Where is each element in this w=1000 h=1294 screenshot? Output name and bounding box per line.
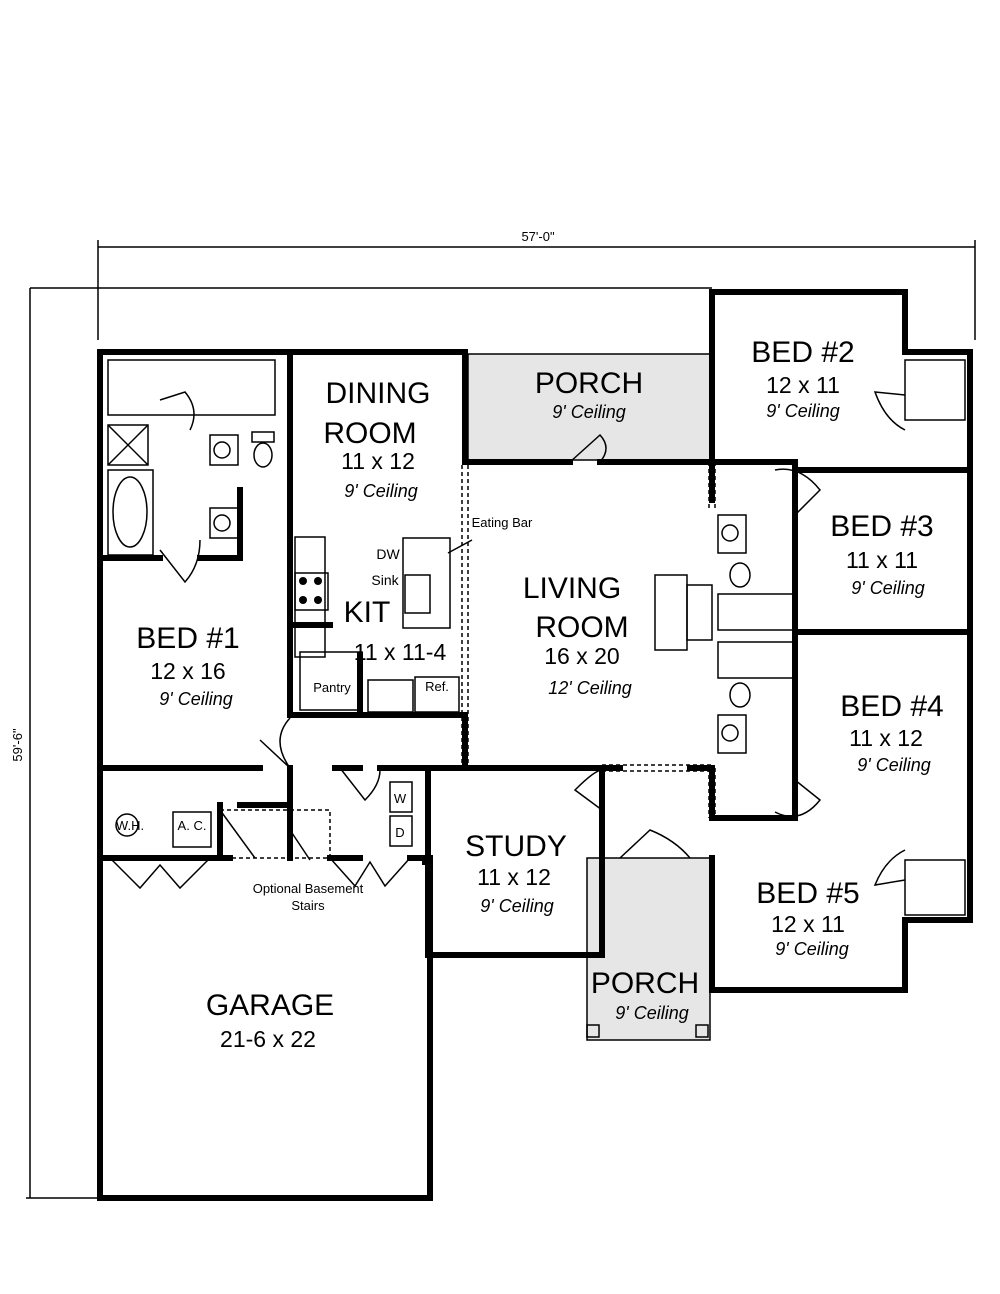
- width-label: 57'-0": [521, 229, 555, 244]
- room-size: 16 x 20: [544, 643, 619, 669]
- dimension-width: 57'-0": [97, 229, 976, 340]
- room-size: 12 x 11: [771, 911, 845, 937]
- room-bed4: BED #4 11 x 12 9' Ceiling: [840, 690, 943, 775]
- front-porch: [586, 857, 711, 1041]
- room-ceiling: 9' Ceiling: [851, 578, 924, 598]
- refrigerator-label: Ref.: [425, 679, 449, 694]
- shower: [107, 424, 149, 466]
- doors: [109, 391, 906, 890]
- room-size: 12 x 16: [150, 658, 225, 684]
- hall-baths: [717, 359, 966, 916]
- room-ceiling: 9' Ceiling: [615, 1003, 688, 1023]
- room-name: BED #3: [830, 510, 933, 543]
- room-name: BED #2: [751, 336, 854, 369]
- room-bed5: BED #5 12 x 11 9' Ceiling: [756, 877, 859, 959]
- room-name: BED #1: [136, 622, 239, 655]
- open-partitions: [461, 462, 716, 818]
- range: [294, 572, 329, 611]
- room-name: PORCH: [535, 367, 643, 400]
- room-ceiling: 9' Ceiling: [775, 939, 848, 959]
- room-ceiling: 9' Ceiling: [159, 689, 232, 709]
- porch-post: [695, 1024, 709, 1038]
- room-ceiling: 9' Ceiling: [480, 896, 553, 916]
- kitchen-fixtures: [294, 536, 473, 713]
- sink-label: Sink: [371, 572, 399, 588]
- room-ceiling: 9' Ceiling: [766, 401, 839, 421]
- room-name: BED #5: [756, 877, 859, 910]
- bathtub: [717, 641, 794, 679]
- ac-label: A. C.: [178, 818, 207, 833]
- depth-label: 59'-6": [10, 728, 25, 762]
- room-living: LIVING ROOM 16 x 20 12' Ceiling: [523, 572, 632, 698]
- sink: [404, 574, 431, 614]
- room-kitchen: KIT 11 x 11-4 DW Sink Eating Bar Pantry …: [313, 515, 533, 695]
- room-size: 11 x 11: [846, 547, 918, 573]
- room-size: 12 x 11: [766, 372, 840, 398]
- master-bath: [107, 359, 276, 584]
- room-ceiling: 12' Ceiling: [548, 678, 632, 698]
- room-name: PORCH: [591, 967, 699, 1000]
- refrigerator: [414, 676, 460, 713]
- island: [402, 537, 451, 629]
- eating-bar-label: Eating Bar: [472, 515, 533, 530]
- room-size: 11 x 12: [341, 448, 415, 474]
- room-size: 11 x 11-4: [354, 639, 447, 665]
- dryer-label: D: [395, 825, 404, 840]
- room-ceiling: 9' Ceiling: [552, 402, 625, 422]
- utility-fixtures: [115, 781, 413, 861]
- room-dining: DINING ROOM 11 x 12 9' Ceiling: [323, 377, 430, 501]
- fireplace: [654, 574, 713, 651]
- room-ceiling: 9' Ceiling: [857, 755, 930, 775]
- utility-labels: W D W.H. A. C. Optional Basement Stairs: [116, 791, 407, 913]
- room-size: 11 x 12: [849, 725, 923, 751]
- pantry-label: Pantry: [313, 680, 351, 695]
- walls: [97, 289, 973, 1201]
- room-name-line2: ROOM: [323, 417, 416, 450]
- room-bed1: BED #1 12 x 16 9' Ceiling: [136, 622, 239, 709]
- room-rear-porch: PORCH 9' Ceiling: [535, 367, 643, 422]
- room-name-line2: ROOM: [535, 611, 628, 644]
- room-name: BED #4: [840, 690, 943, 723]
- room-ceiling: 9' Ceiling: [344, 481, 417, 501]
- room-bed3: BED #3 11 x 11 9' Ceiling: [830, 510, 933, 598]
- water-heater-label: W.H.: [116, 818, 144, 833]
- room-size: 21-6 x 22: [220, 1026, 316, 1052]
- room-name: STUDY: [465, 830, 567, 863]
- porch-post: [586, 1024, 600, 1038]
- bathtub: [107, 469, 154, 556]
- room-study: STUDY 11 x 12 9' Ceiling: [465, 830, 567, 916]
- room-name-line1: DINING: [326, 377, 431, 410]
- bathtub: [717, 593, 794, 631]
- dishwasher-label: DW: [376, 546, 400, 562]
- room-name: GARAGE: [206, 989, 334, 1022]
- basement-stairs-label-2: Stairs: [291, 898, 325, 913]
- basement-stairs-label-1: Optional Basement: [253, 881, 364, 896]
- room-name-line1: LIVING: [523, 572, 621, 605]
- washer-label: W: [394, 791, 407, 806]
- room-bed2: BED #2 12 x 11 9' Ceiling: [751, 336, 854, 421]
- room-size: 11 x 12: [477, 864, 551, 890]
- room-name: KIT: [344, 596, 391, 629]
- room-garage: GARAGE 21-6 x 22: [206, 989, 334, 1052]
- room-front-porch: PORCH 9' Ceiling: [591, 967, 699, 1023]
- dimension-depth: 59'-6": [10, 287, 712, 1199]
